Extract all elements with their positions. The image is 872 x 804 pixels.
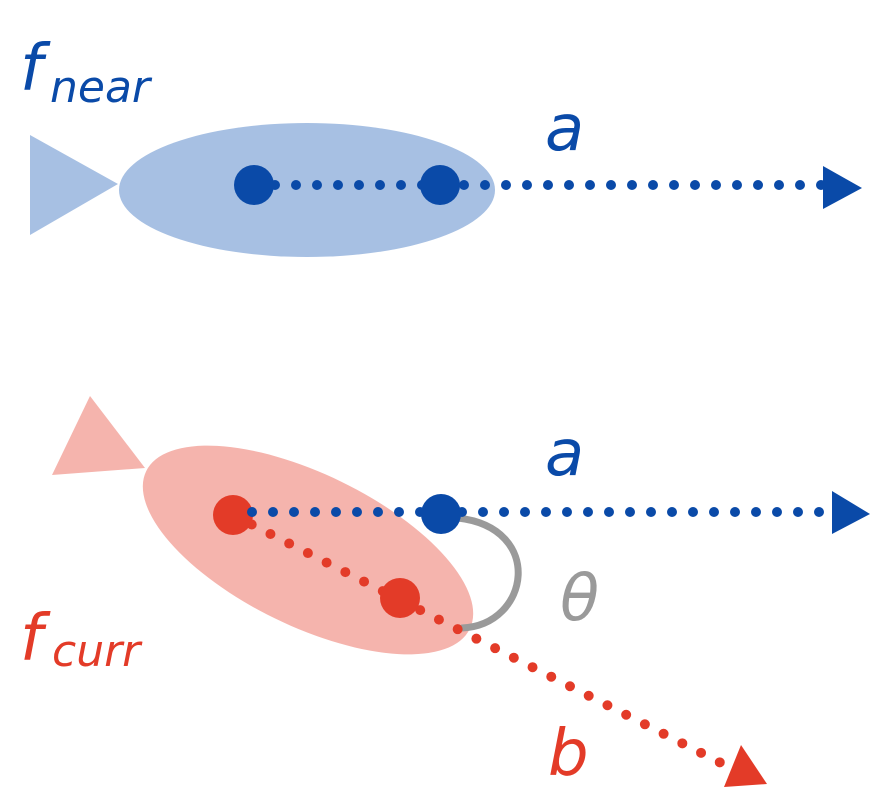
fish-near-tail xyxy=(30,135,118,235)
fish-curr-label: f curr xyxy=(20,602,143,677)
fish-near-label-sub: near xyxy=(50,62,153,113)
fish-curr-tail xyxy=(52,396,145,475)
vector-a-curr-point xyxy=(421,494,461,534)
angle-theta-arc xyxy=(454,514,522,632)
fish-near-label-main: f xyxy=(20,32,51,106)
vector-b-arrowhead xyxy=(724,745,767,787)
angle-theta-label: θ xyxy=(560,562,599,636)
fish-near-label: f near xyxy=(20,32,153,113)
vector-b-label: b xyxy=(548,717,589,791)
vector-a-curr-arrowhead xyxy=(832,491,870,534)
vector-a-curr xyxy=(247,491,870,534)
vector-a-near-label: a xyxy=(545,92,584,166)
vector-a-near xyxy=(234,165,862,209)
fish-near xyxy=(30,123,495,257)
vector-b-mid-point xyxy=(380,578,420,618)
vector-a-curr-label: a xyxy=(545,417,584,491)
vector-b-line xyxy=(228,510,730,770)
vector-a-near-start-point xyxy=(234,165,274,205)
vector-a-near-mid-point xyxy=(420,165,460,205)
fish-near-body xyxy=(119,123,495,257)
vector-b xyxy=(213,495,767,787)
vector-a-near-arrowhead xyxy=(823,166,862,209)
vector-b-start-point xyxy=(213,495,253,535)
fish-curr-label-sub: curr xyxy=(52,626,143,677)
fish-curr-label-main: f xyxy=(20,602,51,676)
